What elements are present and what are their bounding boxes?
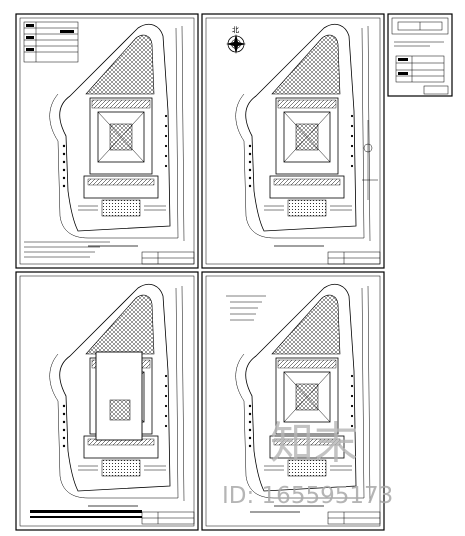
notes-block (24, 241, 110, 258)
sheet-bottom-left-frame (15, 271, 199, 531)
north-label: 北 (232, 26, 239, 34)
legend-table (23, 21, 79, 63)
sheet-bottom-right-plan (226, 283, 381, 525)
sheet-top-left-plan (23, 21, 195, 265)
sheet-top-left-frame (15, 13, 199, 269)
watermark-logo: 知末 (270, 418, 358, 469)
watermark: 知末 ID: 165595173 (222, 418, 393, 509)
sheet-top-right-frame (201, 13, 385, 269)
sheet-top-right-plan: 北 (226, 23, 381, 265)
north-arrow-icon: 北 (226, 26, 246, 54)
key-sheet (391, 17, 449, 95)
sheet-bottom-left-plan (30, 283, 195, 525)
sheet-bottom-right-frame (201, 271, 385, 531)
watermark-id: ID: 165595173 (222, 483, 393, 509)
key-sheet-frame (387, 13, 453, 97)
